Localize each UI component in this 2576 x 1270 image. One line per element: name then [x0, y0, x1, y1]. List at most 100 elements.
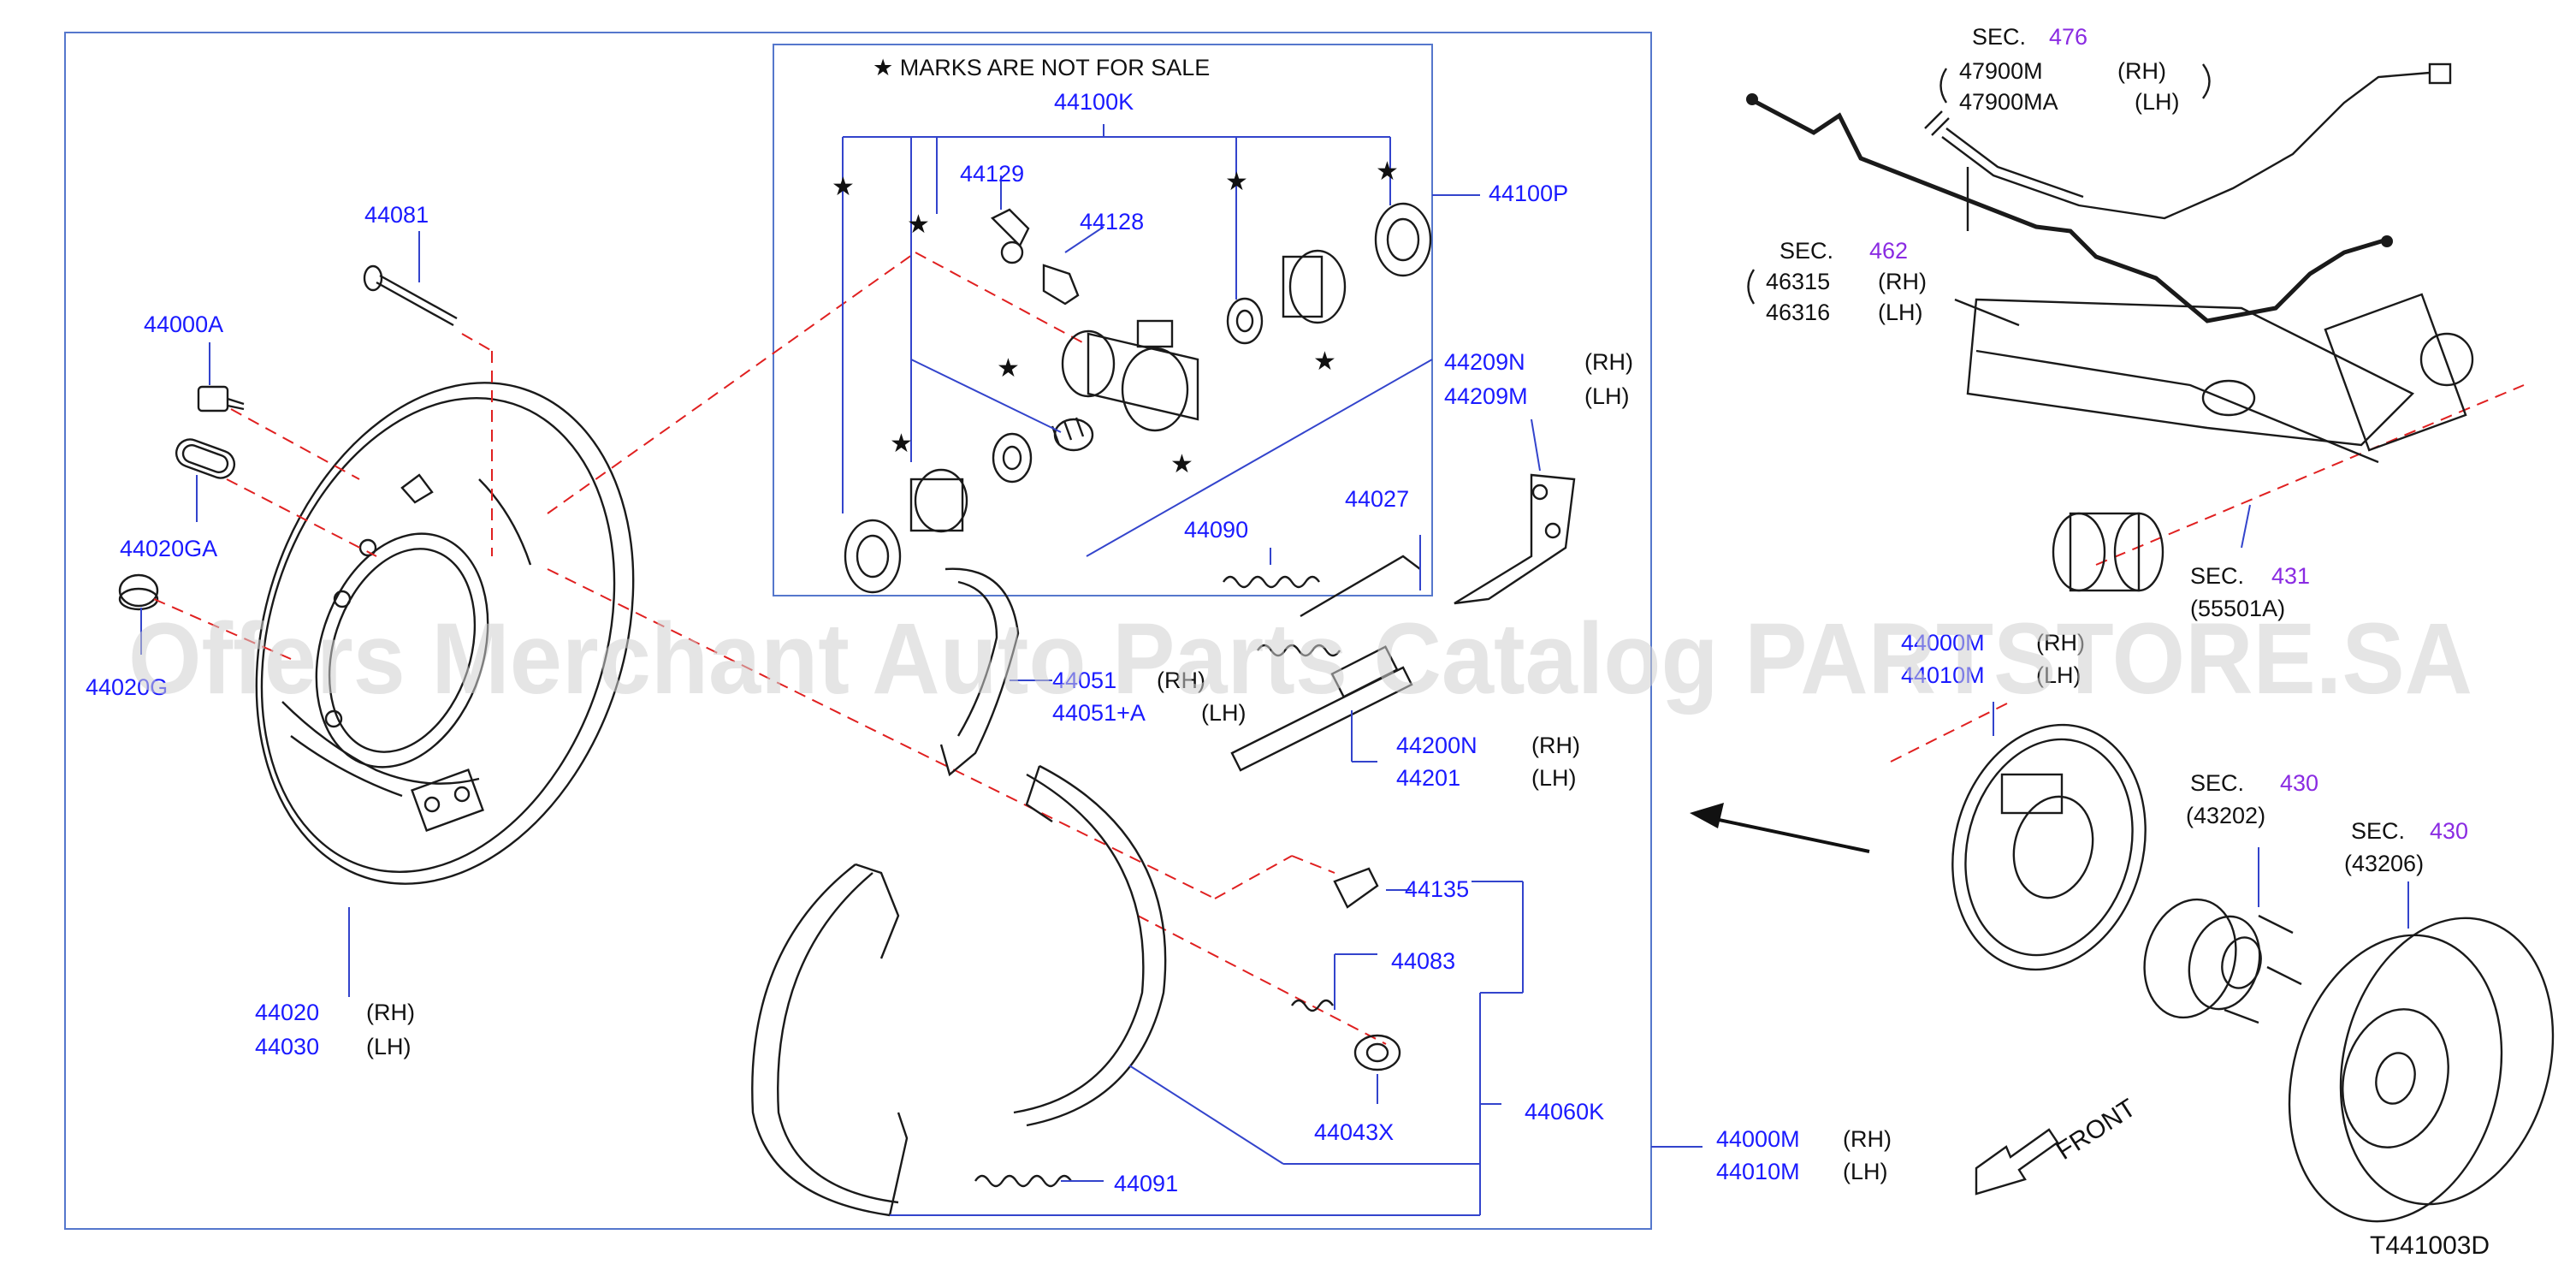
brake-shoe-left-drawing: [751, 863, 909, 1217]
svg-text:★: ★: [1376, 157, 1399, 186]
phantom-lines: [153, 252, 2525, 1045]
side-label-rh: (RH): [366, 1000, 415, 1025]
side-label-rh: (RH): [2036, 630, 2085, 656]
part-label-44209M[interactable]: 44209M: [1444, 383, 1528, 409]
side-label-lh: (LH): [366, 1034, 412, 1059]
part-label-44010M-right[interactable]: 44010M: [1901, 662, 1985, 688]
wheel-cylinder-kit-frame: [773, 44, 1433, 596]
part-label-44128[interactable]: 44128: [1080, 209, 1144, 234]
adjuster-drawing: [1230, 645, 1413, 772]
kit-note: ★ MARKS ARE NOT FOR SALE: [873, 55, 1210, 80]
watermark: Offers Merchant Auto Parts Catalog PARTS…: [128, 602, 2472, 715]
part-label-44020G[interactable]: 44020G: [86, 674, 168, 700]
cylinder-seals-drawing: [844, 202, 1432, 594]
side-label-rh: (RH): [1843, 1126, 1892, 1152]
rear-axle-drawing: [1966, 293, 2474, 592]
main-assembly-frame: [64, 32, 1652, 1230]
part-label-44000M[interactable]: 44000M: [1716, 1126, 1800, 1152]
springs-drawing: [974, 555, 1421, 1188]
bolt-44081-drawing: [363, 264, 458, 327]
sec-part-b-side: (LH): [1878, 300, 1923, 325]
brake-pipe-drawing: [1746, 93, 2393, 323]
hub-bearing-drawing: [2143, 847, 2302, 1024]
kit-leader-lines: [842, 124, 1480, 557]
sec-label: SEC.: [2351, 818, 2405, 844]
part-label-44200N[interactable]: 44200N: [1396, 733, 1477, 758]
section-476-callout[interactable]: SEC. 476 47900M (RH) 47900MA (LH): [1959, 24, 2180, 115]
side-label-rh: (RH): [1531, 733, 1580, 758]
side-label-lh: (LH): [1531, 765, 1577, 791]
adjuster-lever-drawing: [939, 567, 1020, 777]
svg-text:★: ★: [1170, 450, 1193, 478]
sec-number: 462: [1869, 238, 1908, 264]
part-label-44081[interactable]: 44081: [364, 202, 429, 228]
part-label-44209N[interactable]: 44209N: [1444, 349, 1525, 375]
section-leader-lines: [1747, 63, 2211, 327]
sec-label: SEC.: [2190, 563, 2244, 589]
side-label-rh: (RH): [1584, 349, 1633, 375]
section-462-callout[interactable]: SEC. 462 46315 (RH) 46316 (LH): [1766, 238, 1927, 325]
sec-part-a-side: (RH): [1878, 269, 1927, 294]
svg-text:★: ★: [890, 430, 913, 458]
side-label-lh: (LH): [1843, 1159, 1888, 1184]
sec-part-b: 47900MA: [1959, 89, 2058, 115]
part-label-44083[interactable]: 44083: [1391, 948, 1455, 974]
star-icon: ★ ★ ★ ★ ★ ★ ★ ★: [832, 157, 1399, 478]
abs-sensor-drawing: [1924, 62, 2452, 220]
part-label-44020[interactable]: 44020: [255, 1000, 319, 1025]
sec-number: 476: [2049, 24, 2087, 50]
part-label-44129[interactable]: 44129: [960, 161, 1024, 187]
backing-plate-drawing: [255, 382, 635, 885]
kit-note-text: ★ MARKS ARE NOT FOR SALE: [873, 55, 1210, 80]
brake-assembly-right-drawing: [1951, 702, 2147, 971]
side-label-rh: (RH): [1157, 668, 1205, 693]
sec-part-a: 47900M: [1959, 58, 2043, 84]
sec-part-b: 46316: [1766, 300, 1830, 325]
side-label-lh: (LH): [1584, 383, 1630, 409]
part-label-44090[interactable]: 44090: [1184, 517, 1248, 543]
part-label-44030[interactable]: 44030: [255, 1034, 319, 1059]
svg-text:★: ★: [1313, 347, 1336, 376]
part-label-44010M[interactable]: 44010M: [1716, 1159, 1800, 1184]
sec-number: 431: [2271, 563, 2310, 589]
side-label-lh: (LH): [2036, 662, 2082, 688]
plug-44020G-drawing: [118, 573, 159, 611]
diagram-code: T441003D: [2370, 1231, 2490, 1260]
sec-part-a: 46315: [1766, 269, 1830, 294]
sec-ref: (43202): [2186, 803, 2265, 828]
part-label-44020GA[interactable]: 44020GA: [120, 536, 217, 561]
part-label-44135[interactable]: 44135: [1405, 876, 1469, 902]
part-label-44201[interactable]: 44201: [1396, 765, 1460, 791]
assembly-leader-lines: [140, 231, 1703, 1216]
sec-ref: (43206): [2344, 851, 2424, 876]
part-label-44091[interactable]: 44091: [1114, 1171, 1178, 1196]
sec-ref: (55501A): [2190, 596, 2285, 621]
part-label-44000M-right[interactable]: 44000M: [1901, 630, 1985, 656]
part-label-44100K[interactable]: 44100K: [1054, 89, 1134, 115]
svg-text:★: ★: [997, 354, 1020, 383]
part-label-44027[interactable]: 44027: [1345, 486, 1409, 512]
sec-part-b-side: (LH): [2135, 89, 2180, 115]
section-431-callout[interactable]: SEC. 431 (55501A): [2190, 563, 2310, 621]
pin-retainer-drawing: [1333, 867, 1401, 1071]
section-430-drum-callout[interactable]: SEC. 430 (43206): [2344, 818, 2468, 876]
parking-lever-drawing: [1454, 473, 1576, 605]
svg-text:★: ★: [1225, 168, 1248, 196]
part-label-44060K[interactable]: 44060K: [1525, 1099, 1604, 1125]
part-label-44051A[interactable]: 44051+A: [1052, 700, 1146, 726]
sec-label: SEC.: [2190, 770, 2244, 796]
sec-part-a-side: (RH): [2117, 58, 2166, 84]
wheel-cylinder-drawing: [1061, 319, 1199, 432]
section-430-hub-callout[interactable]: SEC. 430 (43202): [2186, 770, 2318, 828]
svg-text:★: ★: [907, 211, 930, 239]
part-label-44100P[interactable]: 44100P: [1489, 181, 1568, 206]
sec-label: SEC.: [1780, 238, 1833, 264]
part-label-44051[interactable]: 44051: [1052, 668, 1116, 693]
bolt-44000A-drawing: [197, 385, 245, 412]
part-label-44043X[interactable]: 44043X: [1314, 1119, 1394, 1145]
front-label: FRONT: [2052, 1094, 2141, 1166]
brake-drum-drawing: [2288, 881, 2555, 1223]
part-label-44000A[interactable]: 44000A: [144, 312, 223, 337]
grommet-44020GA-drawing: [175, 438, 236, 479]
bleeder-screw-drawing: [990, 208, 1080, 306]
